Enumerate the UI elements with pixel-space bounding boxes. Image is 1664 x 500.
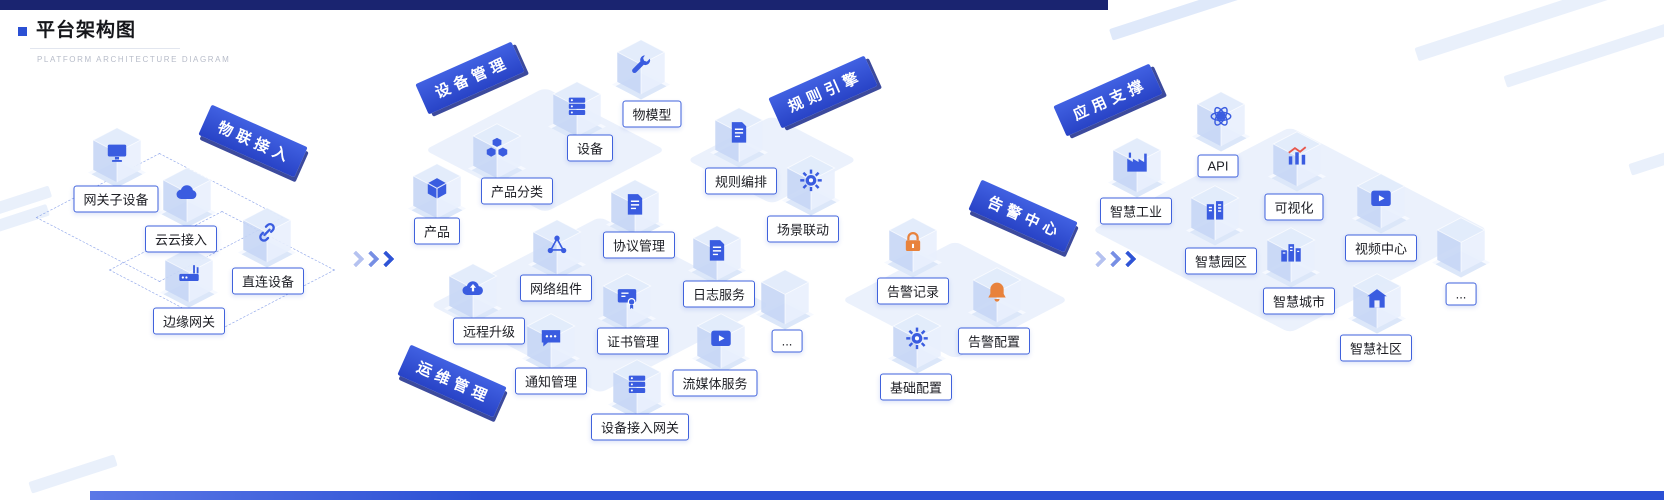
gear-icon — [906, 327, 928, 350]
label-alarm-config: 告警配置 — [957, 327, 1031, 355]
alarm-records-cube — [884, 216, 942, 281]
label-device-access-gateway: 设备接入网关 — [590, 413, 690, 441]
banner-device-management: 设备管理 — [415, 41, 525, 115]
server-icon — [628, 375, 646, 394]
top-accent-bar — [0, 0, 1108, 10]
rule-orchestration-cube — [710, 106, 768, 171]
label-api: API — [1197, 154, 1239, 178]
label-product: 产品 — [413, 217, 461, 245]
edge-gateway-cube — [160, 246, 218, 311]
title-underline — [30, 48, 180, 49]
label-cloud-access: 云云接入 — [144, 225, 218, 253]
label-protocol-management: 协议管理 — [602, 231, 676, 259]
background-streak — [28, 454, 118, 494]
label-more: ... — [771, 329, 803, 353]
label-device: 设备 — [566, 134, 614, 162]
gateway-subdevice-cube — [88, 126, 146, 191]
label-visualization: 可视化 — [1264, 193, 1324, 221]
chevron-icon — [377, 250, 395, 268]
cube-shape — [1192, 92, 1250, 152]
label-network-component: 网络组件 — [519, 274, 593, 302]
background-streak — [1109, 0, 1303, 41]
flow-arrows — [1089, 250, 1137, 268]
cube-shape — [522, 314, 580, 374]
scene-linkage-cube — [782, 154, 840, 219]
banner-ops-management: 运维管理 — [397, 344, 507, 418]
cube-shape — [756, 270, 814, 330]
direct-device-cube — [238, 206, 296, 271]
label-alarm-records: 告警记录 — [876, 277, 950, 305]
background-streak — [1414, 0, 1664, 62]
gear-icon — [800, 169, 822, 192]
video-center-cube — [1352, 172, 1410, 237]
streaming-service-cube — [692, 312, 750, 377]
label-streaming-service: 流媒体服务 — [672, 369, 758, 397]
banner-app-support: 应用支撑 — [1053, 63, 1163, 137]
alarm-config-cube — [968, 266, 1026, 331]
banner-alarm-center: 告警中心 — [968, 179, 1078, 253]
cube-shape — [1186, 186, 1244, 246]
more-cube — [756, 268, 814, 333]
network-component-cube — [528, 218, 586, 283]
api-cube — [1192, 90, 1250, 155]
banner-rule-engine: 规则引擎 — [768, 55, 878, 129]
thing-model-cube — [612, 38, 670, 103]
cube-shape — [468, 124, 526, 184]
more-cube — [1432, 216, 1490, 281]
page-title: 平台架构图 — [36, 20, 137, 41]
label-rule-orchestration: 规则编排 — [704, 167, 778, 195]
label-smart-community: 智慧社区 — [1339, 334, 1413, 362]
document-icon — [731, 121, 747, 144]
label-smart-park: 智慧园区 — [1184, 247, 1258, 275]
basic-config-cube — [888, 312, 946, 377]
title-bullet — [18, 27, 27, 36]
document-icon — [709, 239, 725, 262]
label-smart-industry: 智慧工业 — [1099, 197, 1173, 225]
play-icon — [711, 330, 731, 347]
label-remote-upgrade: 远程升级 — [452, 317, 526, 345]
label-thing-model: 物模型 — [622, 100, 682, 128]
label-edge-gateway: 边缘网关 — [152, 307, 226, 335]
background-streak — [1628, 136, 1664, 176]
label-gateway-subdevice: 网关子设备 — [73, 185, 159, 213]
label-certificate-management: 证书管理 — [596, 327, 670, 355]
label-log-service: 日志服务 — [682, 280, 756, 308]
play-icon — [1371, 190, 1391, 207]
bottom-accent-bar — [90, 491, 1664, 500]
cloud-access-cube — [158, 166, 216, 231]
cube-shape — [1432, 218, 1490, 278]
cube-shape — [612, 40, 670, 100]
label-direct-device: 直连设备 — [231, 267, 305, 295]
label-scene-linkage: 场景联动 — [766, 215, 840, 243]
cube-shape — [598, 274, 656, 334]
smart-community-cube — [1348, 272, 1406, 337]
page-subtitle: PLATFORM ARCHITECTURE DIAGRAM — [37, 55, 231, 64]
platform — [841, 241, 1069, 359]
label-product-category: 产品分类 — [480, 177, 554, 205]
chevron-icon — [1119, 250, 1137, 268]
smart-city-cube — [1262, 226, 1320, 291]
document-icon — [627, 193, 643, 216]
label-basic-config: 基础配置 — [879, 373, 953, 401]
label-video-center: 视频中心 — [1344, 234, 1418, 262]
cube-shape — [968, 268, 1026, 328]
visualization-cube — [1268, 130, 1326, 195]
label-notification-management: 通知管理 — [514, 367, 588, 395]
label-more: ... — [1445, 282, 1477, 306]
server-icon — [568, 97, 586, 116]
log-service-cube — [688, 224, 746, 289]
label-smart-city: 智慧城市 — [1262, 287, 1336, 315]
smart-industry-cube — [1108, 136, 1166, 201]
smart-park-cube — [1186, 184, 1244, 249]
flow-arrows — [347, 250, 395, 268]
